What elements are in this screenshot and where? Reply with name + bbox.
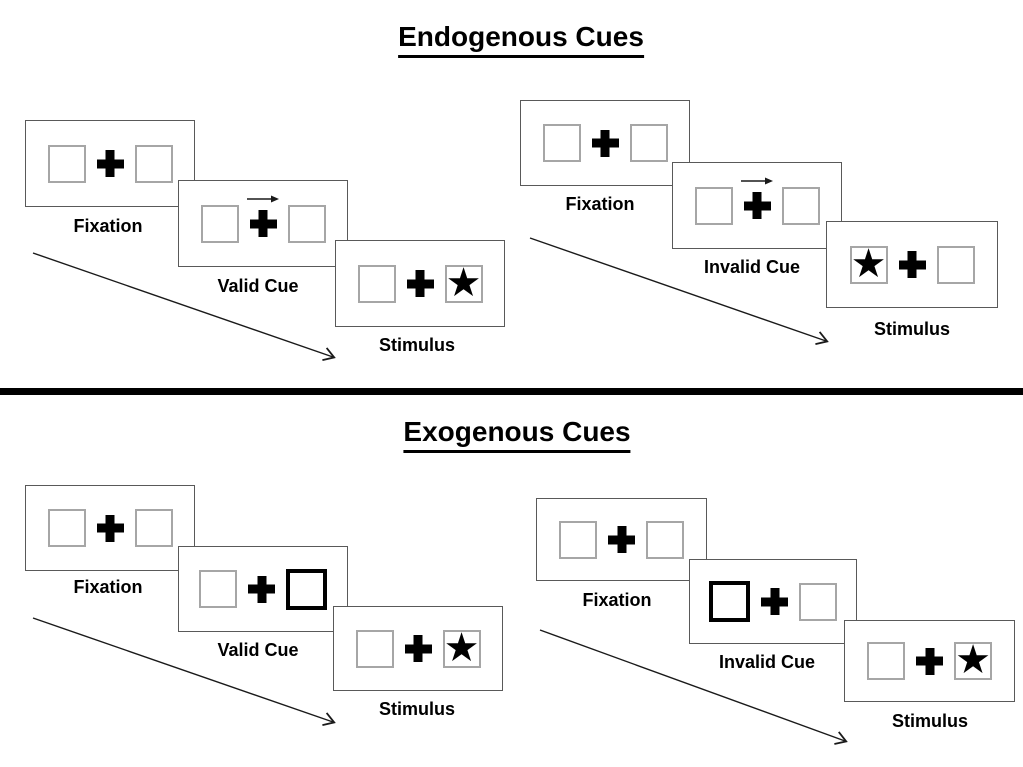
fixation-cross-icon bbox=[405, 635, 432, 662]
left-box bbox=[542, 124, 581, 162]
left-box bbox=[47, 509, 86, 547]
exo-invalid-stimulus-panel: ★ bbox=[844, 620, 1015, 702]
exogenous-title: Exogenous Cues bbox=[403, 416, 631, 453]
target-star-icon: ★ bbox=[850, 240, 887, 287]
star-box: ★ bbox=[442, 624, 481, 671]
right-box bbox=[936, 245, 975, 284]
right-box bbox=[799, 582, 837, 621]
panel-label: Stimulus bbox=[378, 335, 456, 355]
fixation-cross-icon bbox=[916, 648, 943, 675]
target-star-icon: ★ bbox=[445, 259, 482, 306]
fixation-cross-wrap bbox=[405, 635, 432, 662]
fixation-cross-icon bbox=[899, 251, 926, 278]
panel-label: Fixation bbox=[582, 590, 652, 610]
left-box bbox=[559, 520, 597, 559]
fixation-cross-icon bbox=[592, 130, 619, 157]
fixation-cross-icon bbox=[97, 150, 124, 177]
panel-label: Fixation bbox=[565, 194, 635, 214]
panel-label: Stimulus bbox=[873, 319, 951, 339]
exo-valid-stimulus-panel: ★ bbox=[333, 606, 503, 691]
star-box: ★ bbox=[444, 259, 483, 306]
fixation-cross-wrap bbox=[761, 588, 788, 615]
fixation-cross-icon bbox=[761, 588, 788, 615]
fixation-cross-wrap bbox=[899, 251, 926, 278]
left-box bbox=[867, 642, 905, 680]
fixation-cross-icon bbox=[250, 210, 277, 237]
fixation-cross-wrap bbox=[247, 195, 279, 237]
right-box bbox=[781, 186, 820, 225]
right-box bbox=[629, 124, 668, 162]
left-box bbox=[47, 144, 86, 183]
left-box bbox=[694, 186, 733, 225]
fixation-cross-icon bbox=[407, 270, 434, 297]
endo-invalid-fixation-panel bbox=[520, 100, 690, 186]
endo-valid-cue-panel bbox=[178, 180, 348, 267]
endo-valid-fixation-panel bbox=[25, 120, 195, 207]
endo-invalid-stimulus-panel: ★ bbox=[826, 221, 998, 308]
exo-invalid-fixation-panel bbox=[536, 498, 707, 581]
left-box bbox=[199, 570, 237, 608]
sequence-order-arrow bbox=[529, 237, 829, 345]
endo-invalid-cue-panel bbox=[672, 162, 842, 249]
sequence-order-arrow bbox=[539, 629, 848, 745]
right-box bbox=[287, 204, 326, 243]
left-box bbox=[355, 629, 394, 668]
cue-arrow-right-icon bbox=[247, 195, 279, 203]
bold-cue-box bbox=[709, 581, 750, 622]
left-box bbox=[357, 264, 396, 303]
exo-valid-fixation-panel bbox=[25, 485, 195, 571]
panel-label: Valid Cue bbox=[217, 640, 299, 660]
target-star-icon: ★ bbox=[443, 624, 480, 671]
cue-arrow-right-icon bbox=[741, 177, 773, 185]
section-divider bbox=[0, 388, 1023, 395]
fixation-cross-wrap bbox=[97, 515, 124, 542]
panel-label: Fixation bbox=[73, 216, 143, 236]
fixation-cross-icon bbox=[97, 515, 124, 542]
fixation-cross-icon bbox=[608, 526, 635, 553]
right-box bbox=[134, 144, 173, 183]
panel-label: Stimulus bbox=[891, 711, 969, 731]
panel-label: Fixation bbox=[73, 577, 143, 597]
fixation-cross-wrap bbox=[97, 150, 124, 177]
fixation-cross-wrap bbox=[407, 270, 434, 297]
left-box bbox=[200, 204, 239, 243]
endo-valid-stimulus-panel: ★ bbox=[335, 240, 505, 327]
panel-label: Stimulus bbox=[378, 699, 456, 719]
exo-valid-cue-panel bbox=[178, 546, 348, 632]
panel-label: Invalid Cue bbox=[718, 652, 816, 672]
fixation-cross-wrap bbox=[592, 130, 619, 157]
fixation-cross-wrap bbox=[608, 526, 635, 553]
fixation-cross-icon bbox=[744, 192, 771, 219]
bold-cue-box bbox=[286, 568, 327, 610]
right-box bbox=[646, 520, 684, 559]
right-box bbox=[134, 509, 173, 547]
sequence-order-arrow bbox=[32, 617, 336, 726]
sequence-order-arrow bbox=[32, 252, 336, 361]
star-box: ★ bbox=[954, 637, 992, 683]
fixation-cross-icon bbox=[248, 576, 275, 603]
fixation-cross-wrap bbox=[741, 177, 773, 219]
panel-label: Valid Cue bbox=[217, 276, 299, 296]
fixation-cross-wrap bbox=[248, 576, 275, 603]
fixation-cross-wrap bbox=[916, 648, 943, 675]
panel-label: Invalid Cue bbox=[703, 257, 801, 277]
exo-invalid-cue-panel bbox=[689, 559, 857, 644]
star-box: ★ bbox=[849, 240, 888, 287]
target-star-icon: ★ bbox=[955, 637, 991, 683]
endogenous-title: Endogenous Cues bbox=[398, 21, 644, 58]
